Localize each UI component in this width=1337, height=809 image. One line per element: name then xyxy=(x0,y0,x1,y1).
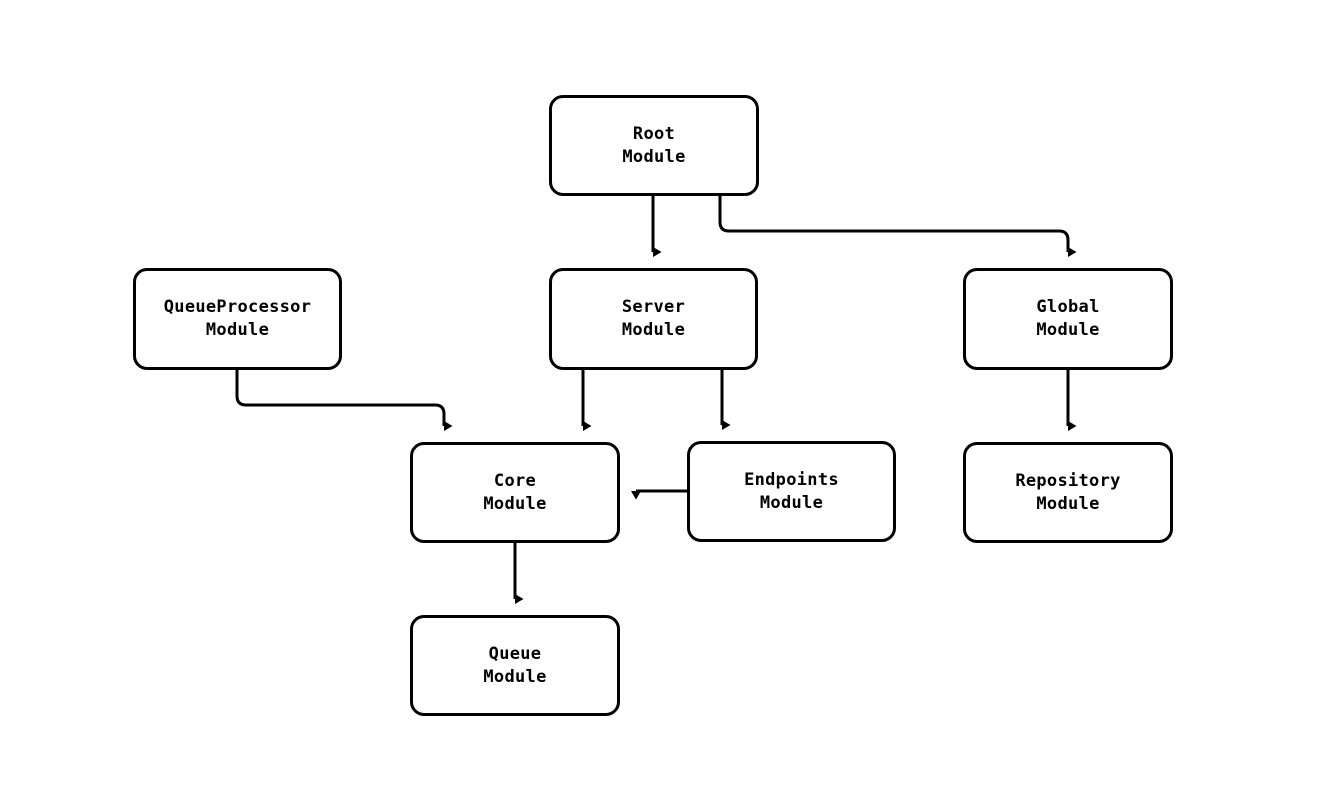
node-core-label-line-1: Module xyxy=(483,493,547,514)
edge-root-global xyxy=(718,196,1077,257)
node-root-label-line-0: Root xyxy=(632,123,676,144)
node-server-label-line-0: Server xyxy=(621,297,686,318)
node-root-label-line-1: Module xyxy=(622,146,686,167)
node-global-label-line-1: Module xyxy=(1036,320,1100,340)
node-core-label-line-0: Core xyxy=(493,470,537,491)
edge-paths xyxy=(235,196,1077,604)
node-queueprocessor-label-line-0: QueueProcessor xyxy=(163,297,312,318)
node-queueprocessor-label-line-1: Module xyxy=(205,320,270,340)
node-repository-label-line-0: Repository xyxy=(1015,470,1121,491)
node-server-label-line-1: Module xyxy=(621,320,686,340)
node-repository-label-line-1: Module xyxy=(1036,493,1100,514)
node-queue-label-line-1: Module xyxy=(483,666,547,687)
node-queue-label-line-0: Queue xyxy=(488,643,542,664)
edge-queueprocessor-core xyxy=(235,370,453,431)
node-endpoints-label-line-1: Module xyxy=(759,492,824,513)
node-global-label-line-0: Global xyxy=(1036,297,1100,318)
node-endpoints-label-line-0: Endpoints xyxy=(744,469,839,490)
